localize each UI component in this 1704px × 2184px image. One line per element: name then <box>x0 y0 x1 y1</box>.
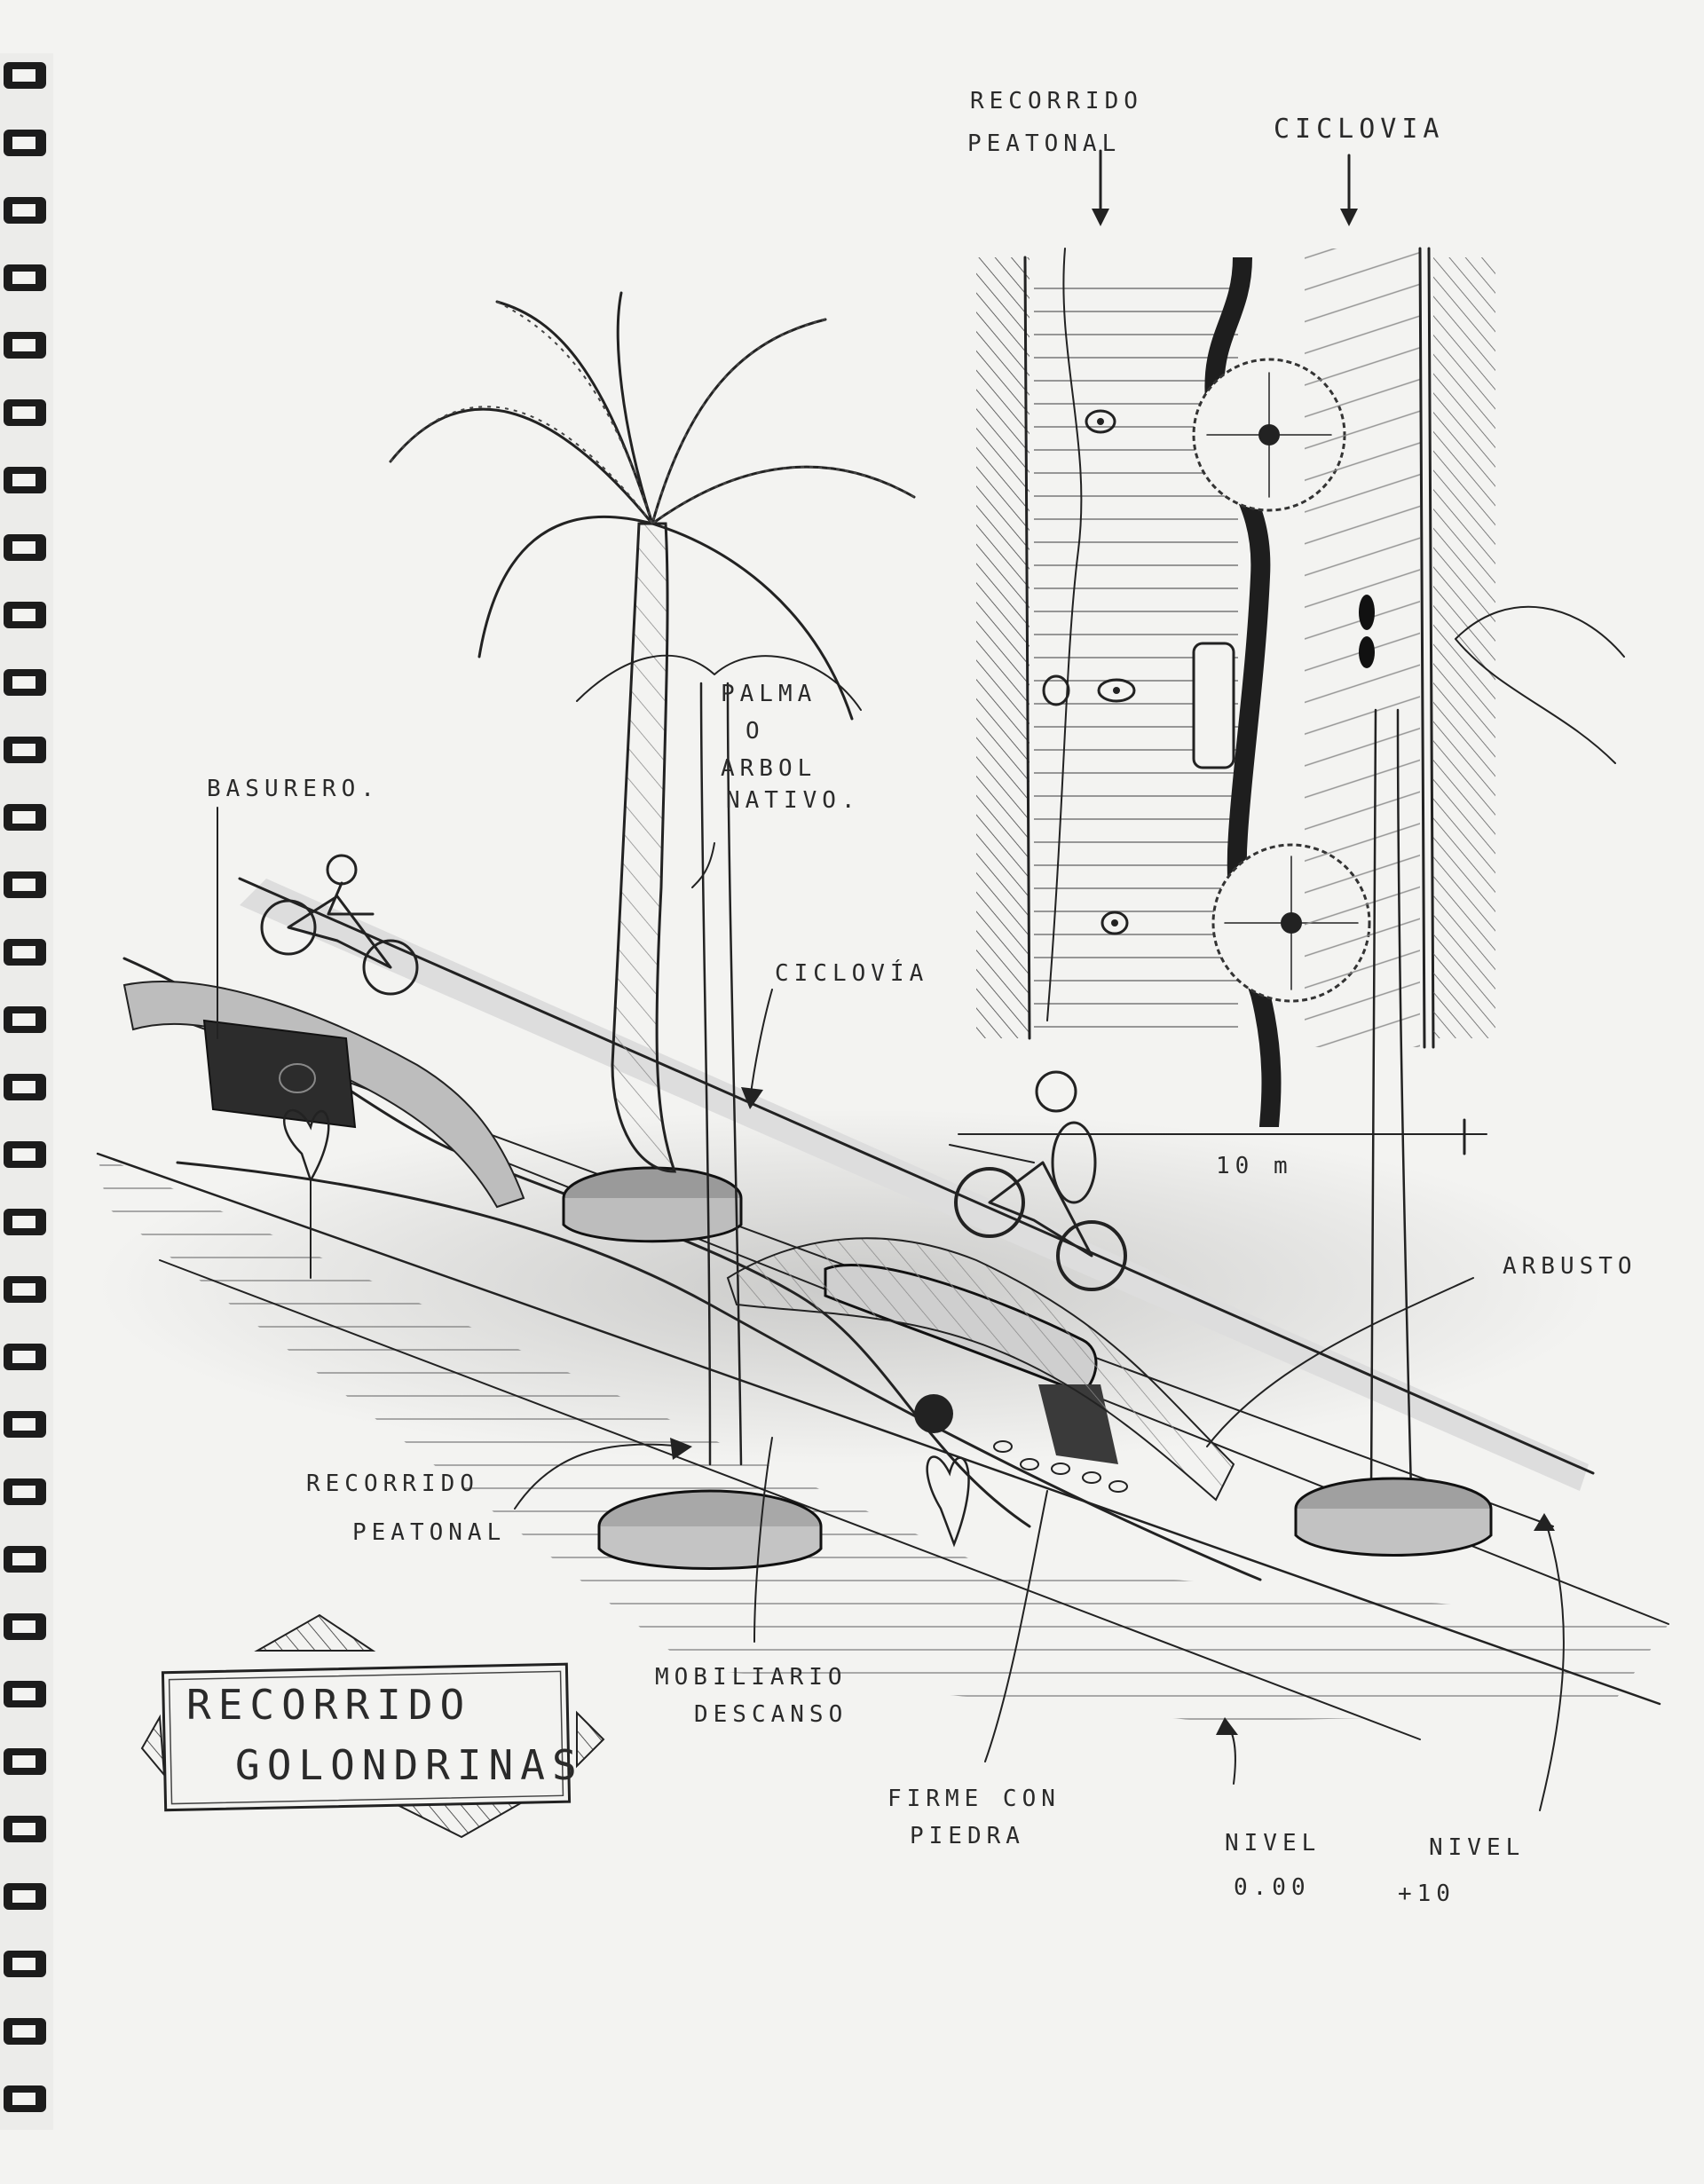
label-recorrido-1: RECORRIDO <box>306 1470 479 1497</box>
binding-hole <box>12 2025 36 2038</box>
label-recorrido-2: PEATONAL <box>352 1519 506 1546</box>
plan-label-pedestrian-2: PEATONAL <box>967 130 1121 157</box>
binding-hole <box>12 69 36 82</box>
binding-hole <box>12 1620 36 1633</box>
binding-hole <box>12 2093 36 2105</box>
binding-hole <box>12 1418 36 1431</box>
label-nivel10-1: NIVEL <box>1429 1834 1525 1861</box>
binding-hole <box>12 1081 36 1093</box>
binding-hole <box>12 272 36 284</box>
bicycle-left <box>260 854 419 996</box>
binding-hole <box>12 609 36 621</box>
label-nivel10-2: +10 <box>1398 1880 1456 1907</box>
label-nivel0-2: 0.00 <box>1234 1874 1311 1901</box>
binding-hole <box>12 1283 36 1296</box>
title-line-2: GOLONDRINAS <box>235 1741 584 1789</box>
label-firme-1: FIRME CON <box>888 1786 1061 1812</box>
binding-hole <box>12 1823 36 1835</box>
binding-hole <box>12 204 36 217</box>
title-line-1: RECORRIDO <box>186 1681 471 1729</box>
label-firme-2: PIEDRA <box>910 1823 1025 1849</box>
binding-hole <box>12 811 36 824</box>
palm-fronds <box>389 291 916 721</box>
label-mobiliario-1: MOBILIARIO <box>655 1664 848 1691</box>
bicycle-right <box>949 1070 1127 1291</box>
binding-hole <box>12 1351 36 1363</box>
label-palm-2: O <box>746 718 765 745</box>
binding-hole <box>12 1688 36 1700</box>
plan-view <box>958 149 1495 1155</box>
plan-label-pedestrian-1: RECORRIDO <box>970 88 1143 114</box>
title-box <box>140 1613 605 1839</box>
binding-hole <box>12 1216 36 1228</box>
label-basurero: BASURERO. <box>207 776 380 802</box>
binding-hole <box>12 1486 36 1498</box>
binding-hole <box>12 406 36 419</box>
label-nivel0-1: NIVEL <box>1225 1830 1321 1857</box>
binding-hole <box>12 879 36 891</box>
pebbles <box>993 1440 1128 1493</box>
plan-scale-label: 10 m <box>1216 1153 1293 1179</box>
label-palm-3: ARBOL <box>721 755 816 782</box>
binding-hole <box>12 541 36 554</box>
spiral-binding <box>0 53 53 2130</box>
binding-hole <box>12 474 36 486</box>
label-palm-1: PALMA <box>721 681 816 707</box>
binding-hole <box>12 1958 36 1970</box>
binding-hole <box>12 946 36 958</box>
binding-hole <box>12 1013 36 1026</box>
binding-hole <box>12 1553 36 1565</box>
plan-label-cycle: CICLOVIA <box>1274 114 1445 145</box>
perspective-view <box>96 291 1669 1811</box>
binding-hole <box>12 1148 36 1161</box>
label-arbusto: ARBUSTO <box>1503 1253 1637 1280</box>
binding-hole <box>12 1755 36 1768</box>
label-palm-4: NATIVO. <box>726 787 861 814</box>
binding-hole <box>12 676 36 689</box>
binding-hole <box>12 744 36 756</box>
binding-hole <box>12 1890 36 1903</box>
label-ciclovia: CICLOVÍA <box>775 958 928 987</box>
binding-hole <box>12 137 36 149</box>
binding-hole <box>12 339 36 351</box>
label-mobiliario-2: DESCANSO <box>694 1701 848 1728</box>
